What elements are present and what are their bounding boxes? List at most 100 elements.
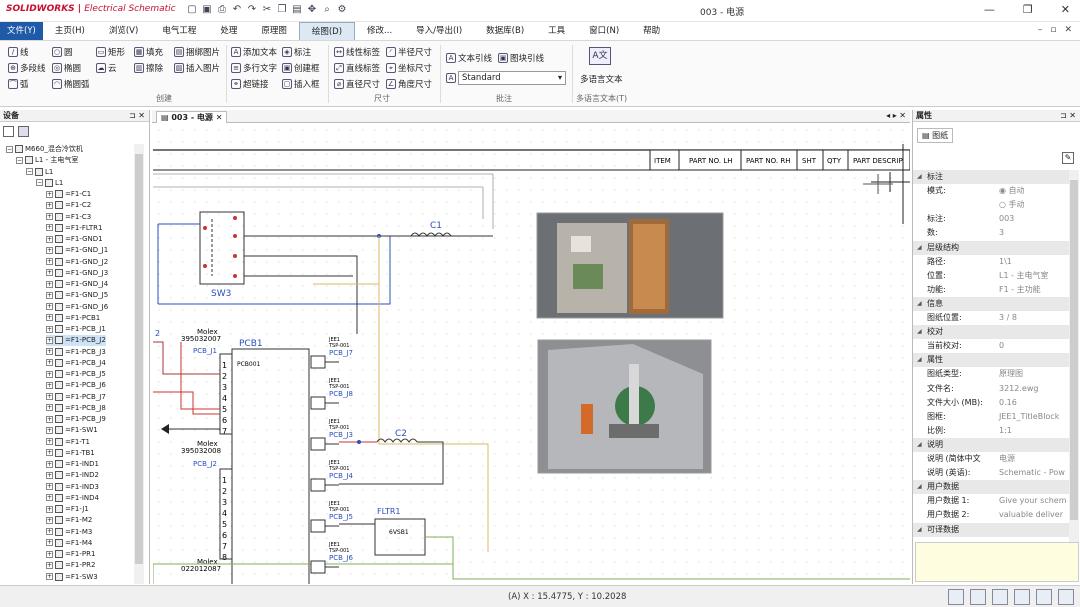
redo-icon[interactable]: ↷ — [246, 4, 258, 16]
tree-item[interactable]: +=F1-SW1 — [46, 425, 98, 436]
menu-schematic[interactable]: 原理图 — [249, 22, 299, 40]
property-row[interactable]: 文件名:3212.ewg — [913, 382, 1069, 396]
tree-item[interactable]: +=F1-PCB_J5 — [46, 369, 106, 380]
tree-item[interactable]: −L1 — [26, 167, 53, 178]
tree-item[interactable]: +=F1-C2 — [46, 200, 91, 211]
tree-item[interactable]: −L1 — [36, 178, 63, 189]
property-row[interactable]: 比例:1:1 — [913, 424, 1069, 438]
radius-dim-tool[interactable]: ◜半径尺寸 — [386, 46, 432, 58]
menu-view[interactable]: 浏览(V) — [97, 22, 150, 40]
drawing-canvas[interactable]: ITEM PART NO. LH PART NO. RH SHT QTY PAR… — [153, 124, 910, 584]
multilingual-text-tool[interactable]: 多语言文本 — [580, 73, 623, 85]
property-value[interactable]: 原理图 — [999, 367, 1023, 381]
polyline-tool[interactable]: ⊕多段线 — [8, 62, 46, 74]
expand-icon[interactable]: − — [6, 146, 13, 153]
property-value[interactable]: L1 - 主电气室 — [999, 269, 1049, 283]
tree-scroll-thumb[interactable] — [135, 154, 143, 564]
property-value[interactable]: 1:1 — [999, 424, 1012, 438]
expand-icon[interactable]: + — [46, 224, 53, 231]
tree-item[interactable]: +=F1-PCB_J4 — [46, 358, 106, 369]
property-value[interactable]: valuable deliver — [999, 508, 1063, 522]
expand-icon[interactable]: + — [46, 258, 53, 265]
property-value[interactable]: 电源 — [999, 452, 1015, 466]
tree-item[interactable]: +=F1-GND_J5 — [46, 290, 108, 301]
paste-icon[interactable]: ▤ — [291, 4, 303, 16]
expand-icon[interactable]: + — [46, 404, 53, 411]
property-value[interactable]: 003 — [999, 212, 1014, 226]
tree-view-icon[interactable] — [3, 126, 14, 137]
tree-item[interactable]: +=F1-PCB_J8 — [46, 403, 106, 414]
expand-icon[interactable]: + — [46, 269, 53, 276]
tree-item[interactable]: +=F1-IND4 — [46, 493, 99, 504]
expand-icon[interactable]: − — [16, 157, 23, 164]
property-value[interactable]: Schematic - Pow — [999, 466, 1065, 480]
properties-pin-close[interactable]: ⊐ ✕ — [1060, 111, 1076, 120]
connector-box[interactable] — [311, 479, 325, 491]
menu-electrical[interactable]: 电气工程 — [150, 22, 208, 40]
expand-icon[interactable]: + — [46, 483, 53, 490]
property-section[interactable]: 校对 — [913, 325, 1069, 339]
tree-item[interactable]: +=F1-GND_J1 — [46, 245, 108, 256]
expand-icon[interactable]: + — [46, 539, 53, 546]
expand-icon[interactable]: + — [46, 506, 53, 513]
mdi-close-button[interactable]: ✕ — [1064, 25, 1072, 35]
fill-tool[interactable]: ▦填充 — [134, 46, 163, 58]
connector-box[interactable] — [311, 397, 325, 409]
pan-icon[interactable]: ✥ — [306, 4, 318, 16]
tree-item[interactable]: +=F1-TB1 — [46, 448, 95, 459]
property-section[interactable]: 标注 — [913, 170, 1069, 184]
tree-item[interactable]: +=F1-FLTR1 — [46, 223, 102, 234]
property-row[interactable]: 标注:003 — [913, 212, 1069, 226]
insert-frame-tool[interactable]: ▢插入框 — [282, 78, 320, 90]
close-button[interactable]: ✕ — [1061, 3, 1070, 16]
snap-icon[interactable] — [970, 589, 986, 605]
tree-item[interactable]: +=F1-PCB_J6 — [46, 380, 106, 391]
tree-item[interactable]: +=F1-PCB_J1 — [46, 324, 106, 335]
bind-image-tool[interactable]: ▤捆绑图片 — [174, 46, 220, 58]
menu-modify[interactable]: 修改... — [355, 22, 404, 40]
property-value[interactable]: 0.16 — [999, 396, 1017, 410]
tree-item[interactable]: +=F1-SW3 — [46, 572, 98, 583]
settings-icon[interactable]: ⚙ — [336, 4, 348, 16]
tree-item[interactable]: +=F1-PCB_J3 — [46, 347, 106, 358]
mdi-minimize-button[interactable]: – — [1038, 25, 1043, 35]
expand-icon[interactable]: + — [46, 551, 53, 558]
property-row[interactable]: 路径:1\1 — [913, 255, 1069, 269]
grid-icon[interactable] — [948, 589, 964, 605]
minimize-button[interactable]: — — [984, 3, 995, 16]
fltr1-symbol[interactable]: FLTR1 6VSB1 — [375, 507, 425, 555]
expand-icon[interactable]: + — [46, 359, 53, 366]
expand-icon[interactable]: + — [46, 213, 53, 220]
property-value[interactable]: Give your schem — [999, 494, 1067, 508]
fullscreen-icon[interactable] — [1058, 589, 1074, 605]
connector-box[interactable] — [311, 561, 325, 573]
tree-item[interactable]: +=F1-C1 — [46, 189, 91, 200]
property-row[interactable]: 模式:◉ 自动 — [913, 184, 1069, 198]
property-row[interactable]: 用户数据 1:Give your schem — [913, 494, 1069, 508]
expand-icon[interactable]: + — [46, 461, 53, 468]
aligned-dim-tool[interactable]: ⤢直线标签 — [334, 62, 380, 74]
expand-icon[interactable]: + — [46, 371, 53, 378]
expand-icon[interactable]: + — [46, 416, 53, 423]
expand-icon[interactable]: + — [46, 472, 53, 479]
zoom-icon[interactable]: ⌕ — [321, 4, 333, 16]
tree-item[interactable]: +=F1-M4 — [46, 538, 92, 549]
expand-icon[interactable]: + — [46, 191, 53, 198]
new-icon[interactable]: ▢ — [186, 4, 198, 16]
linear-dim-tool[interactable]: ↔线性标签 — [334, 46, 380, 58]
sw3-symbol[interactable]: SW3 — [200, 212, 244, 299]
tree-item[interactable]: +=F1-M2 — [46, 515, 92, 526]
property-value[interactable]: 3212.ewg — [999, 382, 1038, 396]
expand-icon[interactable]: + — [46, 247, 53, 254]
maximize-button[interactable]: ❐ — [1023, 3, 1033, 16]
property-section[interactable]: 信息 — [913, 297, 1069, 311]
tag-tool[interactable]: ◈标注 — [282, 46, 311, 58]
expand-icon[interactable]: + — [46, 202, 53, 209]
property-row[interactable]: 文件大小 (MB):0.16 — [913, 396, 1069, 410]
tree-item[interactable]: +=F1-GND_J4 — [46, 279, 108, 290]
list-view-icon[interactable] — [18, 126, 29, 137]
tree-item[interactable]: −L1 - 主电气室 — [16, 155, 78, 166]
edit-icon[interactable]: ✎ — [1062, 152, 1074, 164]
property-section[interactable]: 可译数据 — [913, 523, 1069, 537]
tree-item[interactable]: +=F1-PR2 — [46, 560, 95, 571]
